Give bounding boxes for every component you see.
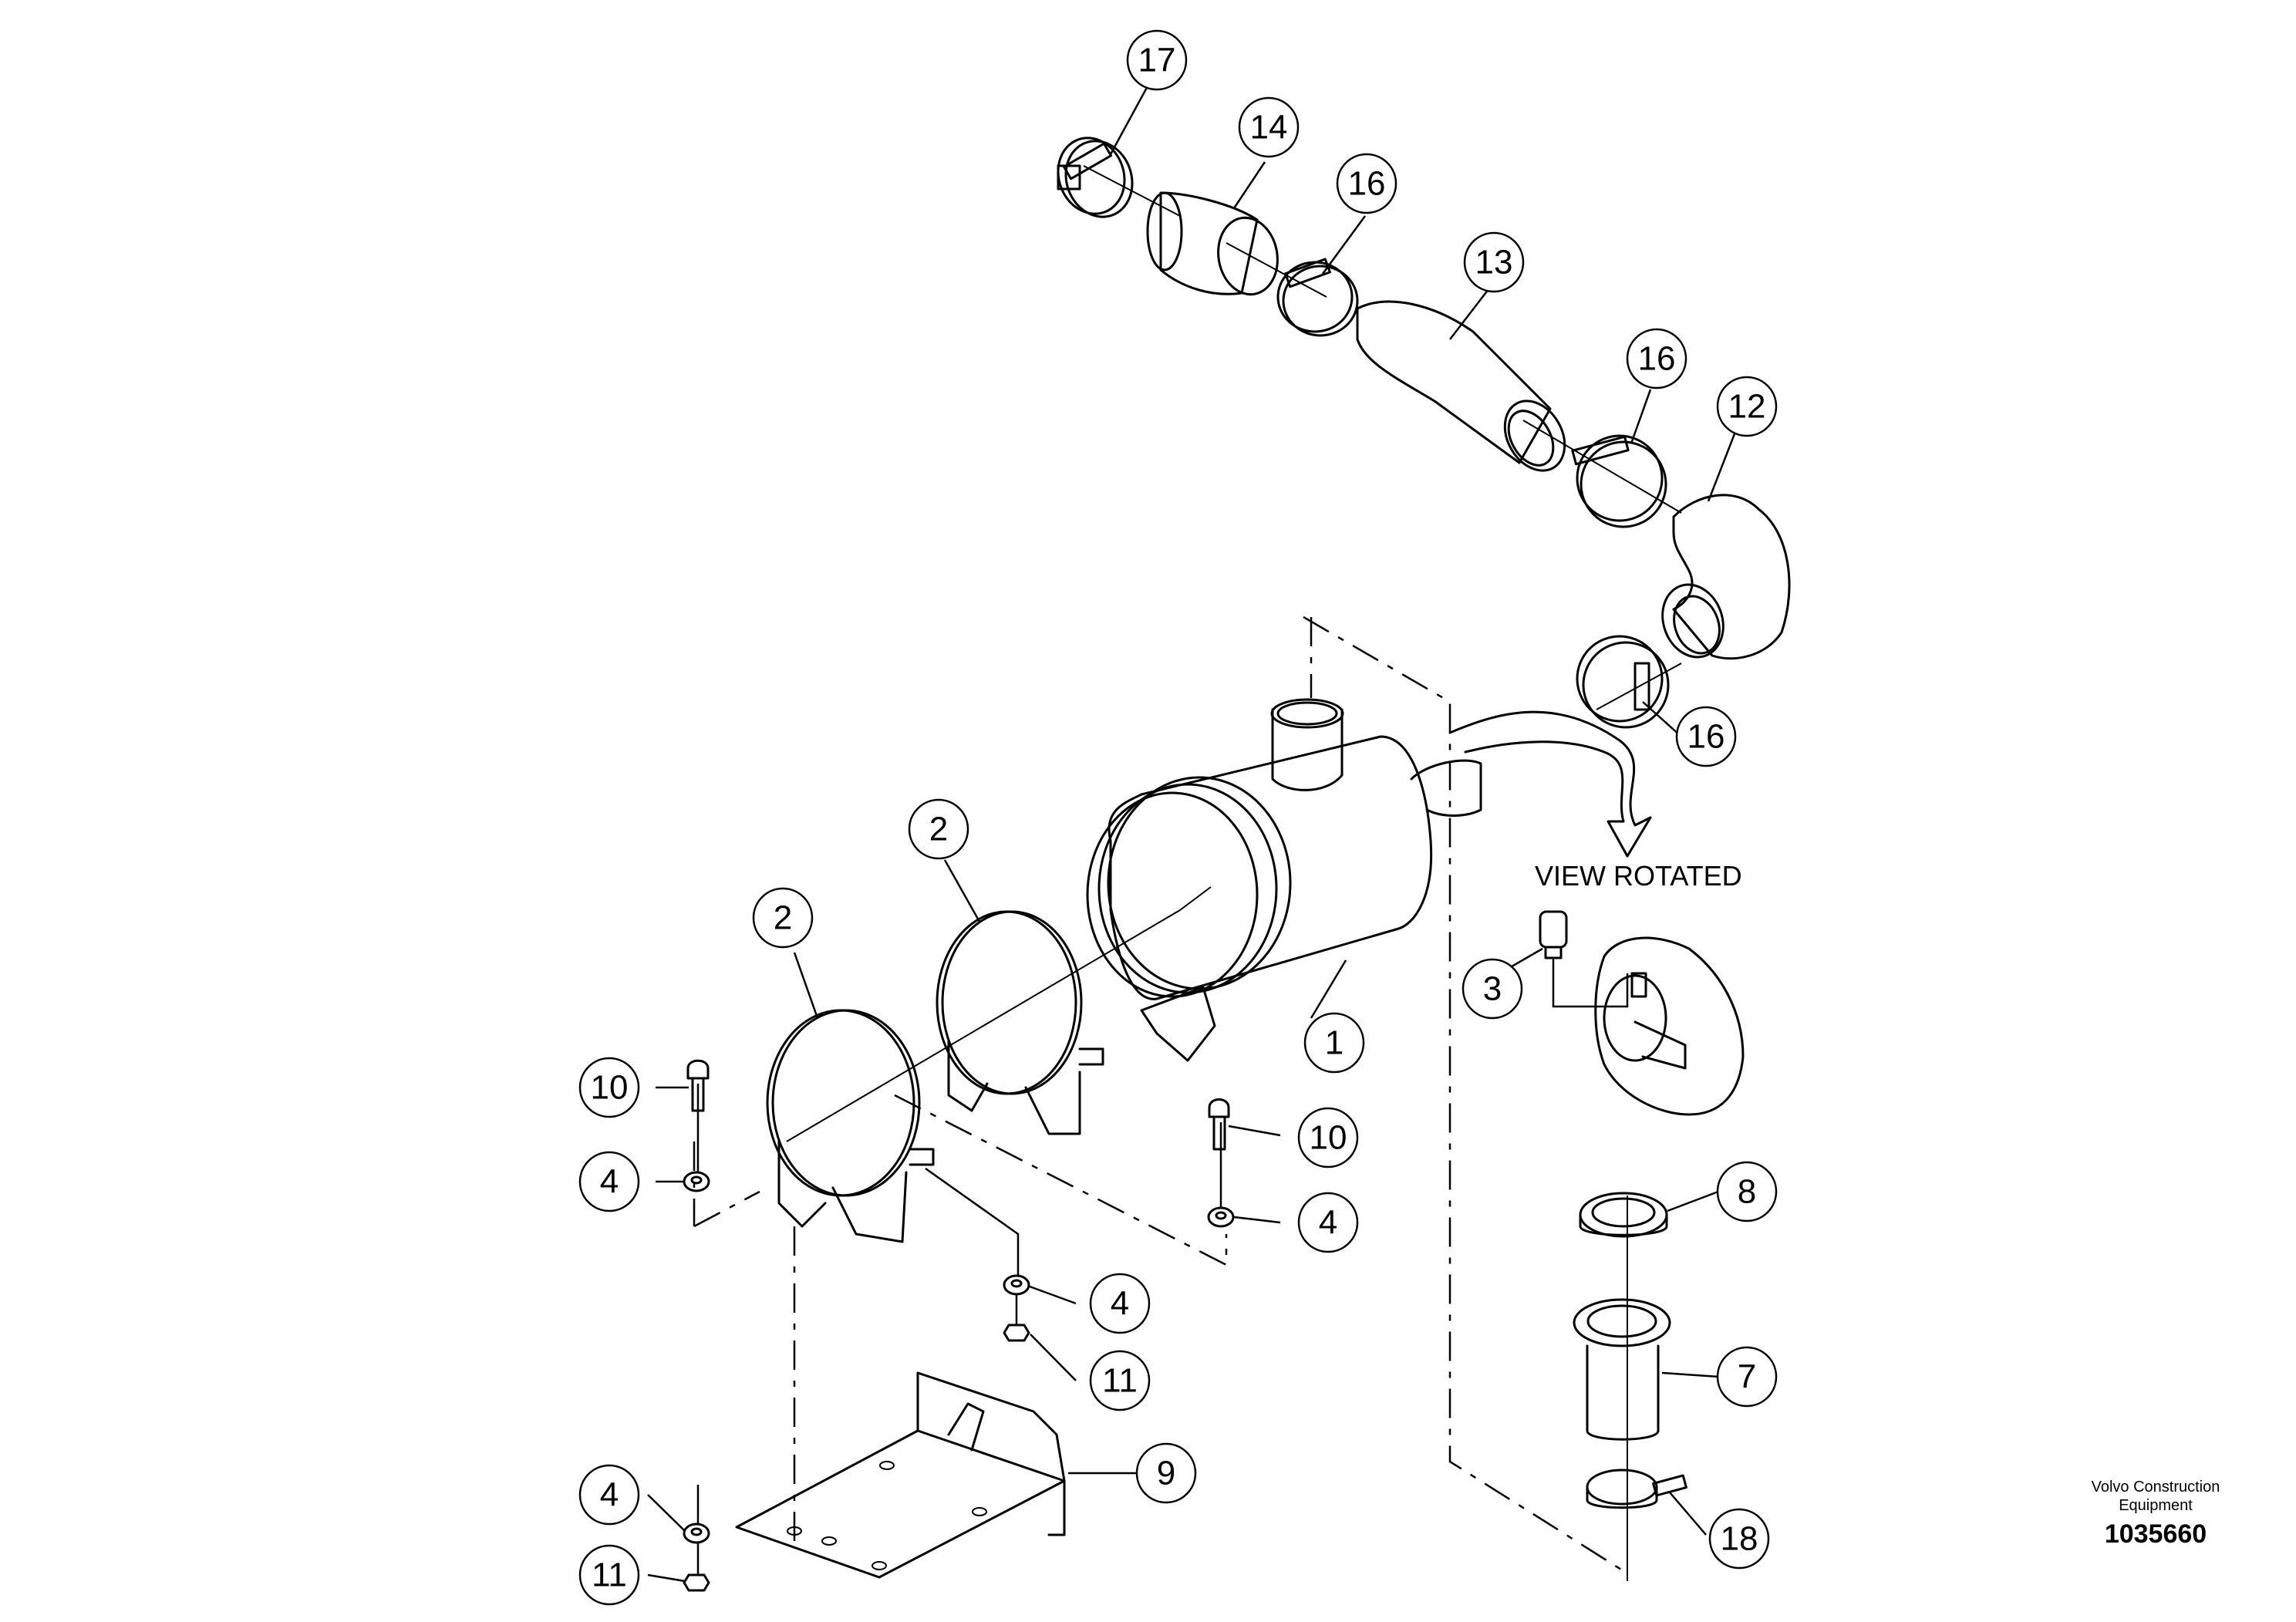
- view-rotated-label: VIEW ROTATED: [1535, 860, 1742, 892]
- svg-text:16: 16: [1687, 718, 1725, 756]
- svg-text:12: 12: [1728, 388, 1766, 426]
- nut-11-bottom: [683, 1573, 710, 1592]
- rotation-arrow: [1448, 710, 1652, 858]
- callout-10-right: 10: [1297, 1107, 1359, 1168]
- svg-text:4: 4: [1111, 1285, 1129, 1323]
- callout-4-right: 4: [1297, 1192, 1359, 1253]
- filter-end-cap-detail: [1594, 936, 1745, 1116]
- document-number: 1035660: [2105, 1519, 2207, 1549]
- svg-text:17: 17: [1138, 42, 1176, 79]
- svg-text:3: 3: [1483, 970, 1502, 1008]
- svg-text:4: 4: [1319, 1204, 1337, 1242]
- mounting-band-2-rear: [936, 910, 1104, 1135]
- callout-7: 7: [1716, 1346, 1778, 1408]
- adapter-tube-7: [1573, 1298, 1671, 1441]
- svg-text:2: 2: [774, 899, 792, 937]
- callout-2-rear: 2: [908, 798, 969, 860]
- elbow-hose-12: [1661, 494, 1791, 660]
- callout-18: 18: [1708, 1508, 1770, 1570]
- callout-10-left: 10: [578, 1057, 640, 1118]
- assembly-lines: [693, 165, 1682, 1581]
- svg-text:16: 16: [1348, 165, 1386, 203]
- hose-clamp-16b: [1571, 434, 1667, 528]
- callout-4-middle: 4: [1089, 1273, 1151, 1334]
- callout-13: 13: [1463, 231, 1525, 293]
- callout-2-front: 2: [752, 887, 814, 949]
- hose-clamp-17: [1057, 137, 1134, 218]
- brand-line-1: Volvo Construction: [2092, 1479, 2220, 1496]
- gasket-ring-8: [1579, 1192, 1668, 1238]
- callout-9: 9: [1135, 1442, 1197, 1504]
- washer-4-bottom: [683, 1523, 710, 1544]
- svg-text:10: 10: [591, 1069, 629, 1107]
- svg-text:1: 1: [1325, 1024, 1344, 1062]
- svg-text:11: 11: [1102, 1362, 1138, 1400]
- hose-clamp-16c: [1576, 635, 1670, 729]
- callout-11-bottom: 11: [578, 1544, 640, 1606]
- callout-16a: 16: [1336, 153, 1397, 214]
- svg-text:2: 2: [929, 811, 948, 848]
- svg-text:18: 18: [1721, 1520, 1758, 1558]
- callout-11-middle: 11: [1089, 1350, 1151, 1411]
- callout-12: 12: [1716, 376, 1778, 437]
- callout-16c: 16: [1675, 706, 1737, 767]
- callout-8: 8: [1716, 1161, 1778, 1222]
- svg-text:7: 7: [1738, 1358, 1756, 1396]
- callout-4-bottom: 4: [578, 1464, 640, 1526]
- hose-13: [1356, 300, 1566, 472]
- svg-text:4: 4: [600, 1476, 619, 1514]
- bracket-plate-9: [735, 1371, 1066, 1579]
- bolt-10-right: [1208, 1098, 1230, 1151]
- air-filter-housing-1: [1086, 698, 1482, 1062]
- vacuator-valve-3: [1539, 910, 1629, 1008]
- svg-text:11: 11: [592, 1556, 627, 1594]
- svg-text:14: 14: [1250, 109, 1288, 147]
- callout-14: 14: [1238, 96, 1300, 158]
- washer-4-left: [683, 1171, 710, 1192]
- svg-text:16: 16: [1638, 340, 1676, 378]
- brand-line-2: Equipment: [2119, 1497, 2193, 1514]
- callout-1: 1: [1303, 1012, 1365, 1074]
- nut-11-middle: [1003, 1324, 1030, 1342]
- mounting-band-2-front: [766, 1009, 935, 1243]
- svg-text:13: 13: [1475, 244, 1513, 282]
- callout-4-left: 4: [578, 1151, 640, 1212]
- reducer-hose-14: [1146, 191, 1279, 296]
- svg-text:8: 8: [1738, 1173, 1756, 1211]
- svg-text:4: 4: [600, 1163, 619, 1201]
- callout-17: 17: [1126, 29, 1188, 91]
- callout-3: 3: [1462, 958, 1523, 1020]
- callout-16b: 16: [1626, 328, 1687, 389]
- svg-text:9: 9: [1157, 1455, 1175, 1492]
- svg-text:10: 10: [1310, 1119, 1347, 1157]
- leader-lines: [647, 83, 1737, 1583]
- hose-clamp-18: [1586, 1469, 1687, 1509]
